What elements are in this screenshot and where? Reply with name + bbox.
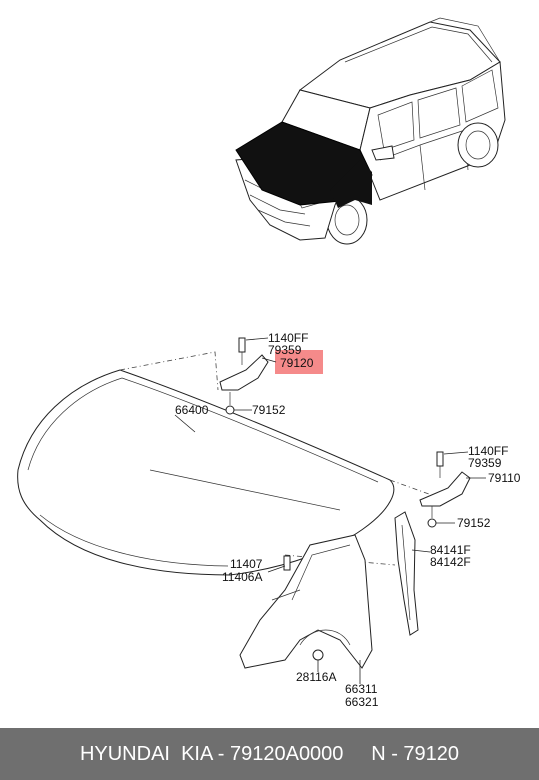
fender-highlight (330, 160, 372, 208)
label-28116a: 28116A (296, 670, 336, 684)
fender-bracket (394, 511, 419, 636)
label-84142f: 84142F (430, 555, 471, 569)
part-number-footer: HYUNDAI KIA - 79120A0000 N - 79120 (0, 728, 539, 780)
label-11406a: 11406A (222, 570, 262, 584)
label-79359-right: 79359 (468, 456, 502, 470)
label-1140ff-upper: 1140FF (268, 331, 308, 345)
label-79359-upper: 79359 (268, 343, 302, 357)
label-84141f: 84141F (430, 543, 471, 557)
label-79110: 79110 (488, 471, 521, 485)
parts-diagram: 1140FF 79359 79120 66400 79152 1140FF 79… (17, 17, 521, 709)
label-79120: 79120 (280, 356, 314, 370)
label-79152-right: 79152 (457, 516, 491, 530)
label-66311: 66311 (345, 682, 378, 696)
highlight-79120 (275, 350, 323, 374)
hood-hinge-right (419, 451, 471, 528)
vehicle-illustration (235, 17, 506, 245)
front-fender (239, 534, 373, 669)
label-79152-upper: 79152 (252, 403, 286, 417)
label-66400: 66400 (175, 403, 209, 417)
hood-panel (17, 369, 395, 576)
label-1140ff-right: 1140FF (468, 444, 508, 458)
label-11407: 11407 (230, 557, 263, 571)
label-66321: 66321 (345, 695, 379, 709)
